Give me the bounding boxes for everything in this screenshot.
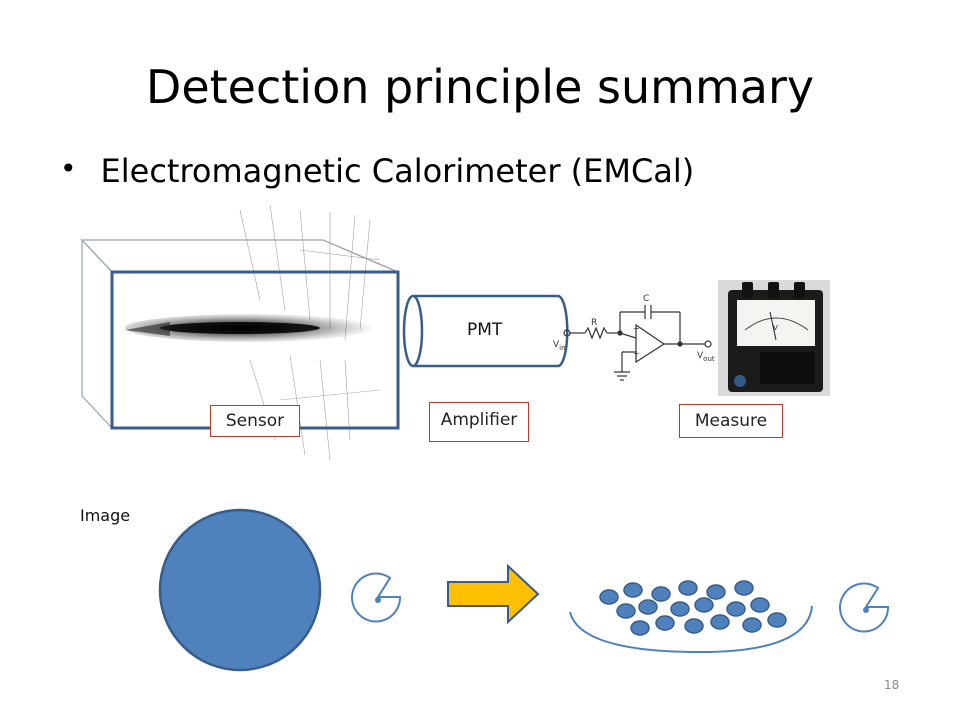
meter-symbol: V bbox=[773, 324, 778, 332]
vin-subscript: in bbox=[559, 344, 565, 352]
vin-label: Vin bbox=[553, 340, 566, 352]
voltmeter-icon bbox=[718, 280, 830, 396]
capacitor-label: C bbox=[643, 294, 649, 304]
bullet-text: Electromagnetic Calorimeter (EMCal) bbox=[100, 152, 695, 190]
bullet-item: • Electromagnetic Calorimeter (EMCal) bbox=[60, 152, 694, 190]
pmt-cylinder bbox=[402, 294, 569, 368]
vout-symbol: V bbox=[697, 351, 704, 361]
amplifier-circuit bbox=[563, 305, 712, 381]
pmt-label: PMT bbox=[467, 320, 503, 340]
arrow-right-icon bbox=[447, 563, 540, 625]
pacman-icon bbox=[351, 572, 402, 623]
bullet-dot-icon: • bbox=[60, 152, 77, 185]
pacman-icon-2 bbox=[839, 582, 890, 633]
opamp-plus: + bbox=[633, 349, 640, 358]
vout-label: Vout bbox=[697, 351, 715, 363]
opamp-minus: − bbox=[633, 324, 640, 333]
vin-symbol: V bbox=[553, 340, 560, 350]
measure-label: Measure bbox=[679, 404, 783, 438]
resistor-label: R bbox=[591, 318, 597, 328]
slide-title: Detection principle summary bbox=[145, 60, 815, 114]
image-label: Image bbox=[80, 506, 131, 525]
page-number: 18 bbox=[884, 678, 900, 692]
calorimeter-block bbox=[80, 238, 400, 430]
vout-subscript: out bbox=[703, 355, 715, 363]
bowl-curve bbox=[569, 605, 813, 654]
amplifier-label: Amplifier bbox=[429, 402, 529, 442]
dot-cluster bbox=[599, 580, 787, 636]
image-circle bbox=[158, 508, 322, 672]
sensor-label: Sensor bbox=[210, 405, 300, 437]
